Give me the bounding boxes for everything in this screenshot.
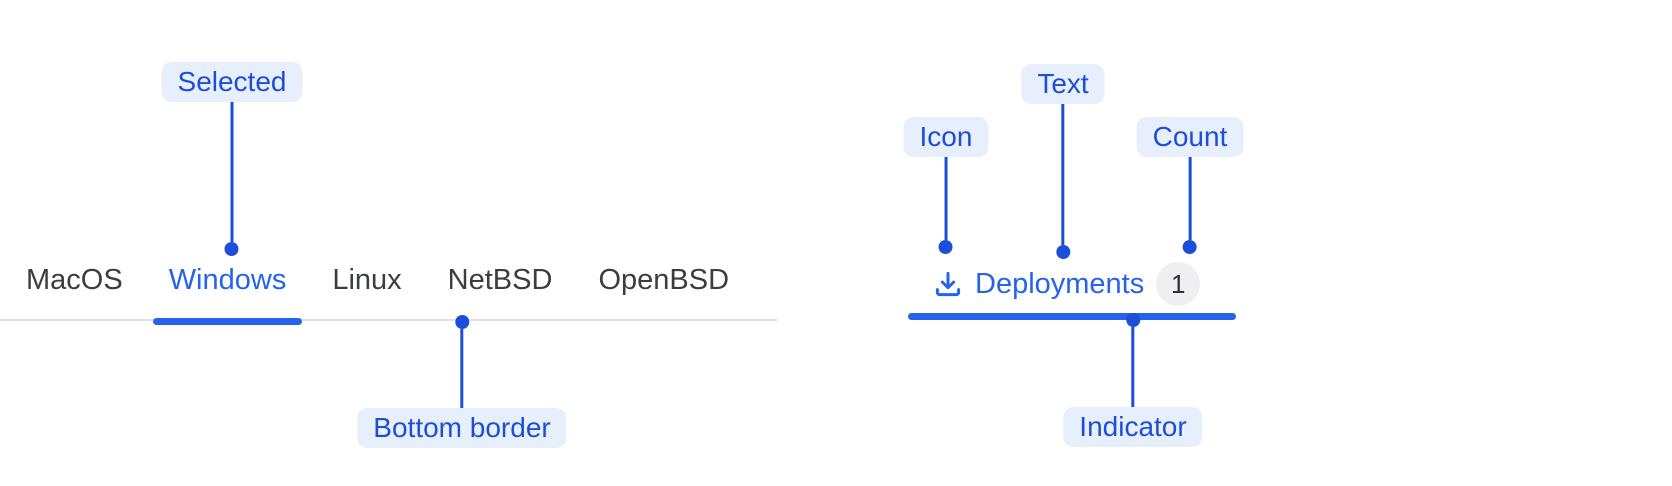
tab-deployments-label: Deployments: [975, 267, 1145, 300]
tab-netbsd[interactable]: NetBSD: [447, 264, 553, 296]
tab-deployments-count-badge: 1: [1156, 262, 1201, 306]
tab-deployments-indicator: [908, 313, 1236, 320]
annotation-text-label: Text: [1021, 64, 1105, 104]
annotation-indicator-line: [1131, 327, 1135, 407]
annotation-icon: Icon: [903, 117, 989, 254]
annotation-icon-dot: [939, 240, 953, 254]
annotation-indicator: Indicator: [1063, 313, 1203, 447]
annotation-bottom-border-dot: [454, 315, 469, 329]
annotation-count: Count: [1136, 117, 1244, 254]
annotation-selected-line: [230, 102, 234, 242]
annotation-selected-dot: [225, 242, 239, 256]
annotation-count-line: [1188, 157, 1192, 240]
tab-macos[interactable]: MacOS: [26, 264, 123, 296]
annotation-bottom-border-label: Bottom border: [357, 408, 567, 448]
tab-bar-bottom-border: [0, 319, 777, 321]
annotation-indicator-dot: [1126, 313, 1140, 327]
tab-linux[interactable]: Linux: [332, 264, 402, 296]
download-icon: [935, 271, 961, 297]
annotation-text: Text: [1021, 64, 1105, 259]
annotation-indicator-label: Indicator: [1063, 407, 1203, 447]
annotation-bottom-border: Bottom border: [357, 315, 567, 448]
annotation-count-dot: [1183, 240, 1197, 254]
annotation-text-dot: [1055, 245, 1070, 259]
annotation-bottom-border-line: [460, 329, 464, 408]
tab-openbsd[interactable]: OpenBSD: [598, 264, 730, 296]
annotation-icon-line: [944, 157, 948, 240]
annotation-count-label: Count: [1136, 117, 1244, 157]
annotation-selected-label: Selected: [161, 62, 303, 102]
os-tab-bar: MacOS Windows Linux NetBSD OpenBSD: [10, 258, 745, 325]
annotation-selected: Selected: [161, 62, 303, 256]
annotation-icon-label: Icon: [903, 117, 989, 157]
annotation-text-line: [1061, 104, 1065, 245]
tab-windows[interactable]: Windows: [152, 258, 303, 325]
tab-deployments[interactable]: Deployments 1: [933, 262, 1201, 306]
